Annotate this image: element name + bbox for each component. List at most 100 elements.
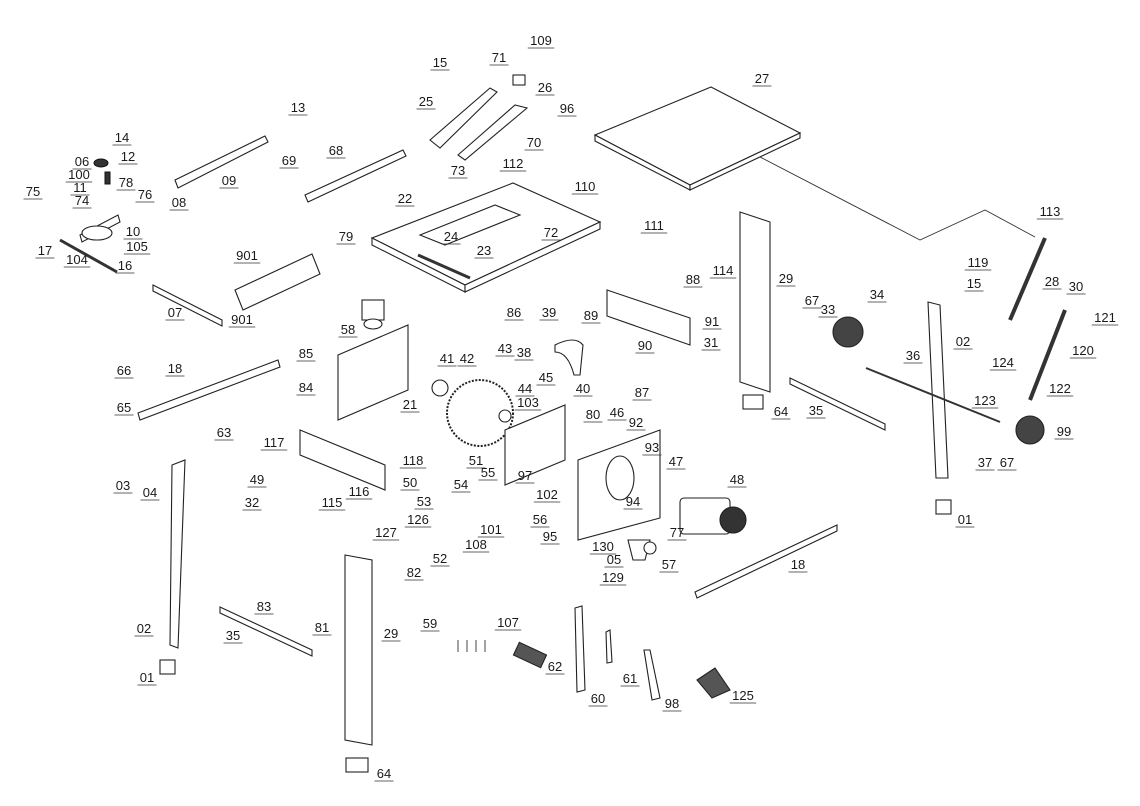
push-stick-60: [574, 605, 586, 693]
callout-32: 32: [242, 495, 262, 511]
callout-124: 124: [989, 355, 1017, 371]
callout-label: 01: [958, 512, 972, 527]
callout-label: 29: [779, 271, 793, 286]
handle-28-30: [1008, 237, 1067, 401]
callout-24: 24: [441, 229, 461, 245]
callout-label: 64: [377, 766, 391, 781]
callout-56: 56: [530, 512, 550, 528]
callout-74: 74: [72, 193, 92, 209]
callout-label: 92: [629, 415, 643, 430]
callout-label: 14: [115, 130, 129, 145]
callout-77: 77: [667, 525, 687, 541]
callout-81: 81: [312, 620, 332, 636]
blade-guard-25-26: [429, 74, 529, 161]
callout-39: 39: [539, 305, 559, 321]
callout-label: 39: [542, 305, 556, 320]
callout-13: 13: [288, 100, 308, 116]
callout-label: 57: [662, 557, 676, 572]
callout-label: 70: [527, 135, 541, 150]
leg-02-right: [927, 301, 949, 479]
callout-17: 17: [35, 243, 55, 259]
callout-114: 114: [709, 263, 737, 279]
callout-89: 89: [581, 308, 601, 324]
callout-label: 63: [217, 425, 231, 440]
callout-102: 102: [533, 487, 561, 503]
callout-48: 48: [727, 472, 747, 488]
callout-label: 29: [384, 626, 398, 641]
callout-label: 67: [805, 293, 819, 308]
callout-118: 118: [399, 453, 427, 469]
callout-label: 62: [548, 659, 562, 674]
callout-109: 109: [527, 33, 555, 49]
foot-64-bottom: [345, 757, 369, 773]
callout-127: 127: [372, 525, 400, 541]
callout-46: 46: [607, 405, 627, 421]
callout-label: 115: [322, 495, 343, 510]
riving-knife-39: [554, 339, 584, 376]
callout-45: 45: [536, 370, 556, 386]
leg-29-left: [344, 554, 373, 746]
callout-label: 85: [299, 346, 313, 361]
callout-59: 59: [420, 616, 440, 632]
callout-label: 83: [257, 599, 271, 614]
callout-21: 21: [400, 397, 420, 413]
callout-57: 57: [659, 557, 679, 573]
callout-18: 18: [788, 557, 808, 573]
callout-label: 13: [291, 100, 305, 115]
panel-21: [337, 324, 409, 421]
callout-label: 66: [117, 363, 131, 378]
callout-61: 61: [620, 671, 640, 687]
callout-label: 15: [967, 276, 981, 291]
callout-label: 103: [517, 395, 539, 410]
callout-label: 44: [518, 381, 532, 396]
callout-label: 58: [341, 322, 355, 337]
callout-49: 49: [247, 472, 267, 488]
callout-label: 41: [440, 351, 454, 366]
callout-label: 87: [635, 385, 649, 400]
callout-label: 71: [492, 50, 506, 65]
callout-85: 85: [296, 346, 316, 362]
callout-63: 63: [214, 425, 234, 441]
callout-125: 125: [729, 688, 757, 704]
callout-label: 55: [481, 465, 495, 480]
callout-95: 95: [540, 529, 560, 545]
callout-99: 99: [1054, 424, 1074, 440]
callout-47: 47: [666, 454, 686, 470]
callout-label: 47: [669, 454, 683, 469]
callout-27: 27: [752, 71, 772, 87]
callout-label: 88: [686, 272, 700, 287]
callout-93: 93: [642, 440, 662, 456]
callout-66: 66: [114, 363, 134, 379]
callout-label: 69: [282, 153, 296, 168]
callout-label: 53: [417, 494, 431, 509]
switch-box-58: [361, 299, 385, 330]
callout-label: 93: [645, 440, 659, 455]
callout-02: 02: [134, 621, 154, 637]
hose-62: [512, 641, 548, 669]
fence-rail-09: [174, 135, 269, 189]
callout-31: 31: [701, 335, 721, 351]
guard-125: [696, 667, 731, 699]
callout-107: 107: [494, 615, 522, 631]
rail-18-left: [137, 359, 281, 421]
callout-label: 91: [705, 314, 719, 329]
callout-label: 104: [66, 252, 88, 267]
callout-label: 126: [407, 512, 429, 527]
callout-label: 97: [518, 468, 532, 483]
callout-123: 123: [971, 393, 999, 409]
callout-15: 15: [430, 55, 450, 71]
callout-label: 08: [172, 195, 186, 210]
callout-label: 31: [704, 335, 718, 350]
trunnion-31: [606, 289, 691, 346]
callout-label: 86: [507, 305, 521, 320]
rail-07: [152, 284, 223, 327]
callout-22: 22: [395, 191, 415, 207]
callout-05: 05: [604, 552, 624, 568]
callout-label: 68: [329, 143, 343, 158]
table-extension-27: [593, 86, 1036, 241]
callout-108: 108: [462, 537, 490, 553]
fence-rail-68: [304, 149, 407, 203]
callout-98: 98: [662, 696, 682, 712]
callout-11: 11: [70, 180, 90, 196]
